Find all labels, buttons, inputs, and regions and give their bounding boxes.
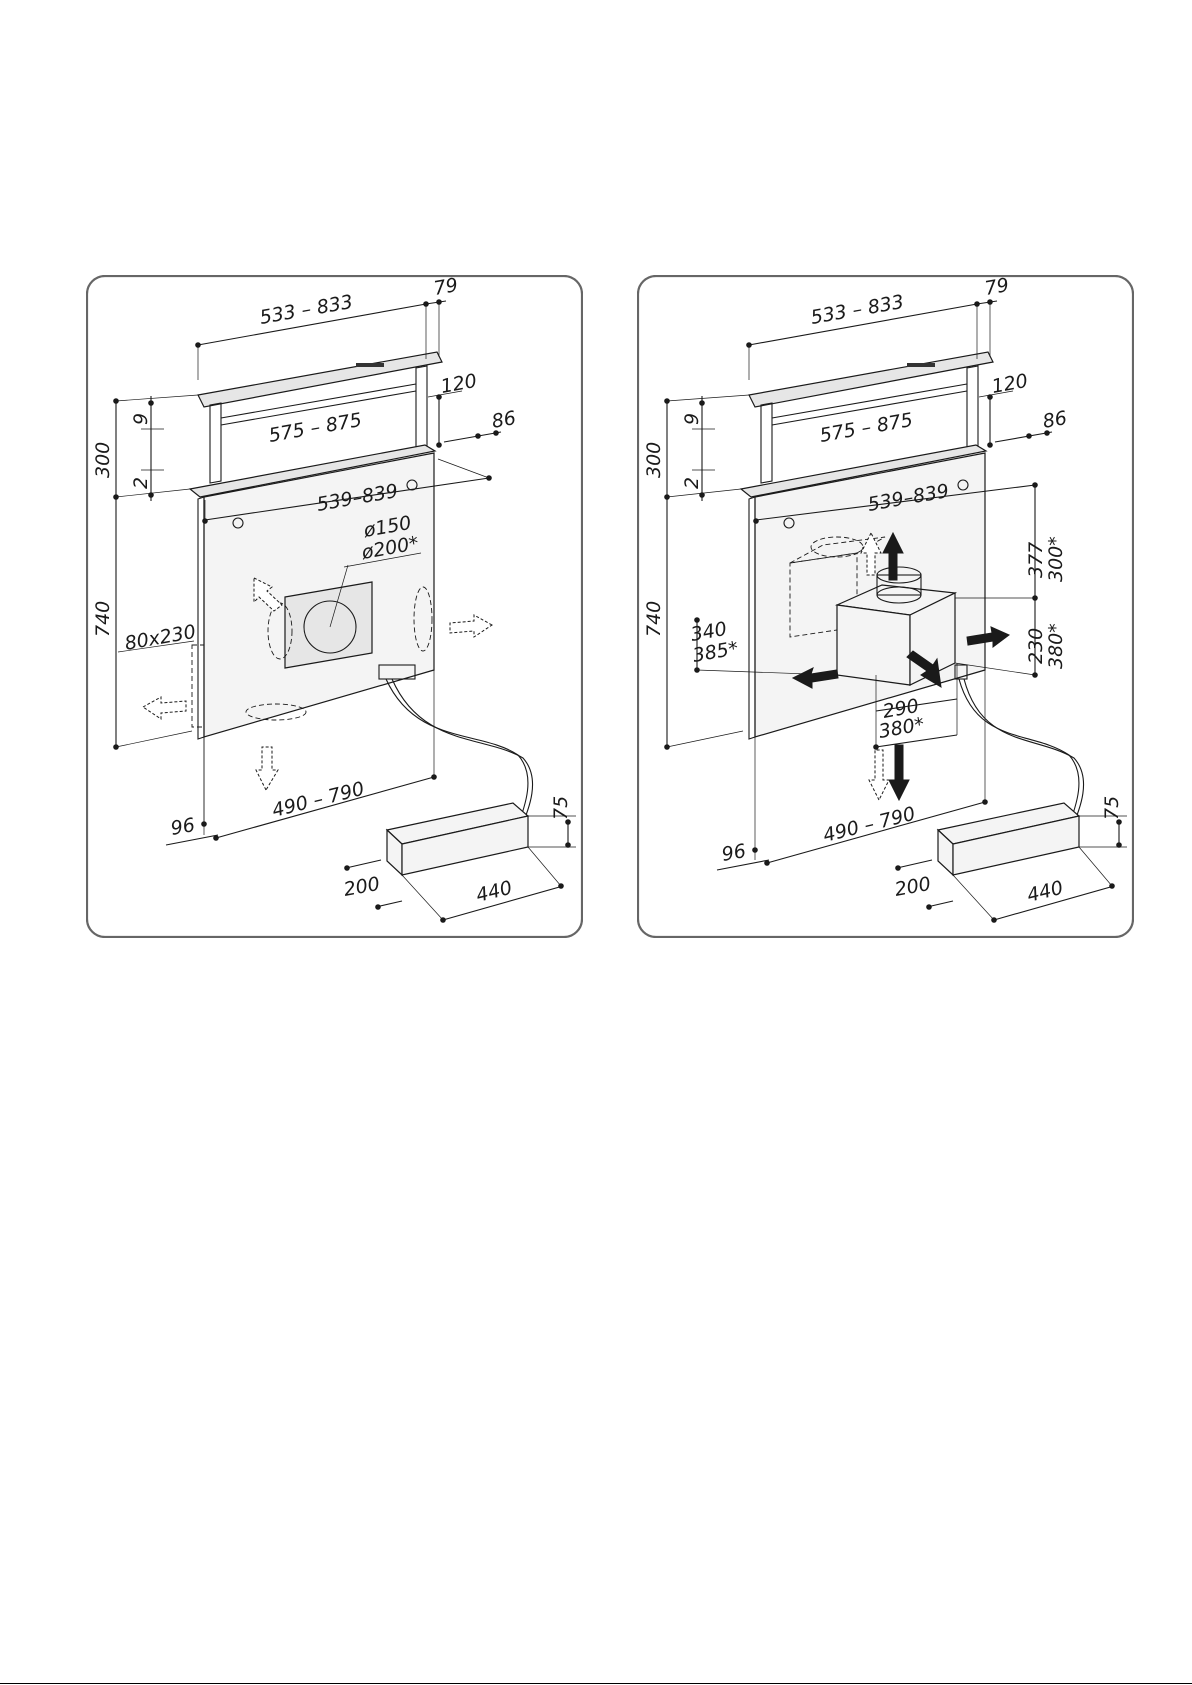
motor-box-front — [837, 605, 910, 685]
label-120: 120 — [990, 370, 1030, 398]
label-300: 300 — [92, 442, 114, 478]
airflow-arrow-down-icon — [889, 745, 909, 800]
label-300-star: 300* — [1045, 536, 1067, 582]
airflow-arrow-down-icon — [256, 747, 278, 790]
label-96: 96 — [720, 840, 748, 866]
dim-line-86 — [444, 432, 501, 442]
diagram-panel-right: 533 – 833 79 575 – 875 120 86 300 9 2 53… — [637, 275, 1134, 938]
label-377: 377 — [1025, 542, 1047, 578]
label-86: 86 — [1041, 407, 1069, 433]
airflow-arrow-right-icon — [450, 615, 492, 637]
label-base-width: 490 – 790 — [270, 778, 367, 822]
hood-top-glass — [198, 352, 442, 407]
label-2: 2 — [681, 477, 703, 489]
label-96: 96 — [169, 814, 197, 840]
label-120: 120 — [439, 370, 479, 398]
label-75: 75 — [550, 796, 572, 820]
hood-dimension-drawing-ducted: 533 – 833 79 575 – 875 120 86 300 9 2 53… — [86, 275, 583, 938]
airflow-arrow-down-alt-icon — [869, 750, 889, 800]
label-9: 9 — [130, 413, 152, 425]
label-top-width: 533 – 833 — [258, 291, 354, 329]
label-740: 740 — [643, 601, 665, 637]
label-slot: 80x230 — [123, 621, 197, 655]
label-9: 9 — [681, 413, 703, 425]
page-bottom-rule — [0, 1683, 1192, 1684]
label-75: 75 — [1101, 796, 1123, 820]
label-top-depth: 79 — [432, 275, 460, 300]
hood-column-right — [416, 366, 427, 452]
hood-body-side — [749, 497, 755, 739]
duct-outlet-plate — [285, 582, 372, 668]
label-440: 440 — [474, 877, 515, 907]
airflow-arrow-left-icon — [143, 697, 186, 719]
hood-top-glass — [749, 352, 993, 407]
control-strip — [907, 363, 935, 367]
label-200: 200 — [893, 873, 933, 901]
label-300: 300 — [643, 442, 665, 478]
label-200: 200 — [342, 873, 382, 901]
control-strip — [356, 363, 384, 367]
diagram-panel-left: 533 – 833 79 575 – 875 120 86 300 9 2 53… — [86, 275, 583, 938]
label-86: 86 — [490, 407, 518, 433]
label-230: 230 — [1025, 628, 1047, 664]
hood-column-left — [761, 403, 772, 483]
label-740: 740 — [92, 601, 114, 637]
hood-body-side — [198, 497, 204, 739]
label-top-width: 533 – 833 — [809, 291, 905, 329]
hood-dimension-drawing-external-motor: 533 – 833 79 575 – 875 120 86 300 9 2 53… — [637, 275, 1134, 938]
label-2: 2 — [130, 477, 152, 489]
label-base-width: 490 – 790 — [821, 803, 918, 847]
label-380-star-vertical: 380* — [1045, 623, 1067, 669]
label-top-depth: 79 — [983, 275, 1011, 300]
dim-line-200 — [346, 860, 381, 868]
hood-column-right — [967, 366, 978, 452]
hood-column-left — [210, 403, 221, 483]
label-440: 440 — [1025, 877, 1066, 907]
